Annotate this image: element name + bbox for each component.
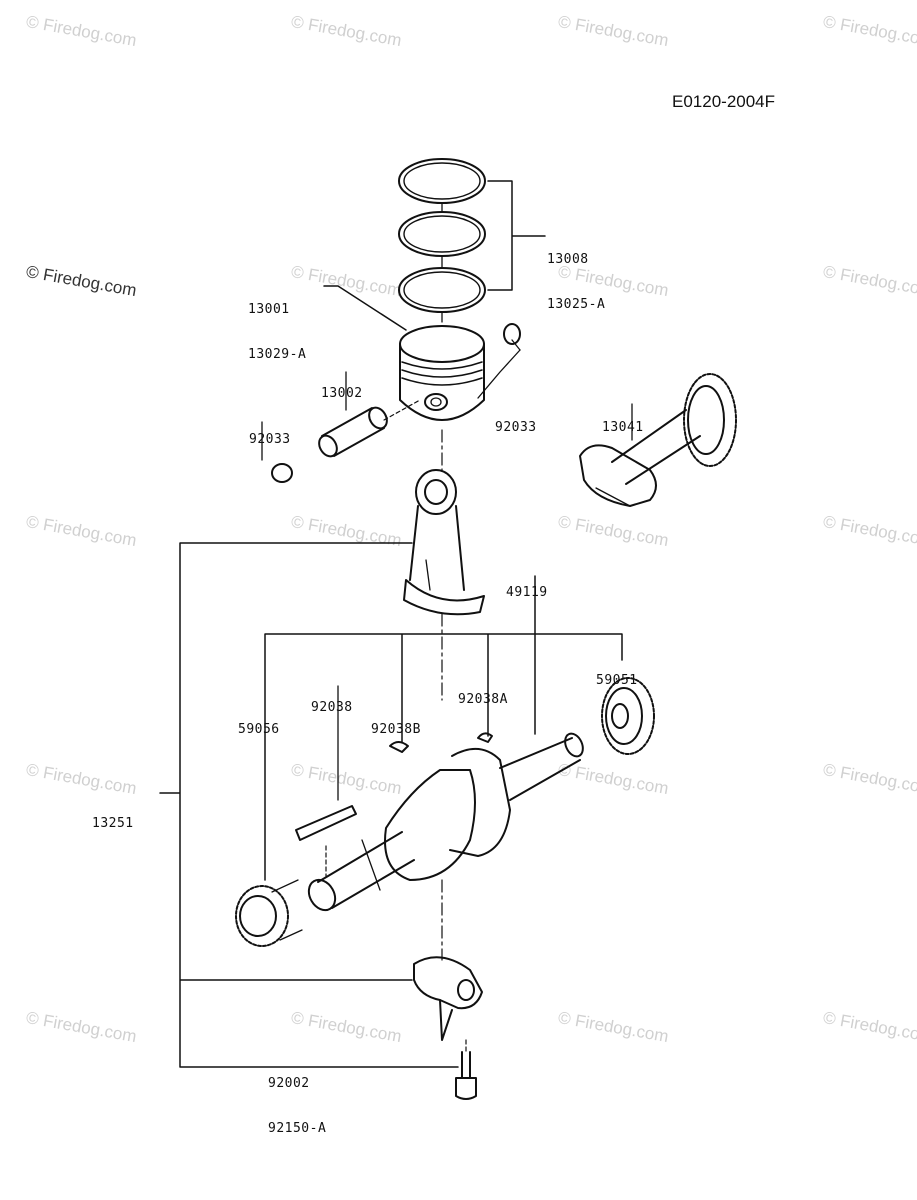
part-number: 92002 [268,1076,310,1091]
rod-cap [413,956,483,1041]
part-number: 49119 [506,585,548,600]
part-label-92038B[interactable]: 92038B [371,692,421,767]
timing-gear [235,879,303,947]
part-number: 13025-A [547,297,606,312]
part-number: 13002 [321,386,363,401]
crankshaft [307,732,584,912]
piston-pin [318,371,421,458]
piston-pin-clip-right [503,323,521,351]
part-number: 92038 [311,700,353,715]
rod-bolt [455,1051,477,1100]
part-number: 13041 [602,420,644,435]
part-number: 13008 [547,252,589,267]
assembly-bracket [159,542,459,1068]
piston-leader [323,285,407,331]
part-number: 59051 [596,673,638,688]
part-label-59056[interactable]: 59056 [238,692,280,767]
part-number: 92033 [249,432,291,447]
crank-gear [601,677,655,755]
part-label-49119[interactable]: 49119 [506,555,548,630]
woodruff-key-92038A [477,732,493,743]
part-number: 13029-A [248,347,307,362]
part-label-13251[interactable]: 13251 [92,786,134,861]
connecting-rod [403,469,485,616]
part-number: 92033 [495,420,537,435]
part-label-92033-right[interactable]: 92033 [495,390,537,465]
part-label-13001[interactable]: 13001 13029-A [248,272,306,392]
part-number: 92150-A [268,1121,327,1136]
piston-pin-clip-left [261,421,293,483]
part-label-92002[interactable]: 92002 92150-A [268,1046,326,1166]
part-number: 13001 [248,302,290,317]
part-label-92038A[interactable]: 92038A [458,662,508,737]
part-label-13002[interactable]: 13002 [321,356,363,431]
key-92038 [295,685,357,877]
part-label-92038[interactable]: 92038 [311,670,353,745]
crank-bracket [264,575,623,881]
part-label-13041[interactable]: 13041 [602,390,644,465]
woodruff-key-92038B [389,741,409,753]
part-label-92033-left[interactable]: 92033 [249,402,291,477]
part-label-13008[interactable]: 13008 13025-A [547,222,605,342]
part-number: 92038B [371,722,421,737]
ring-leader [487,180,546,291]
part-label-59051[interactable]: 59051 [596,643,638,718]
diagram-code: E0120-2004F [672,92,776,111]
part-number: 59056 [238,722,280,737]
piston-rings [398,158,486,323]
part-number: 92038A [458,692,508,707]
part-number: 13251 [92,816,134,831]
camshaft [579,373,737,507]
piston [399,325,485,421]
